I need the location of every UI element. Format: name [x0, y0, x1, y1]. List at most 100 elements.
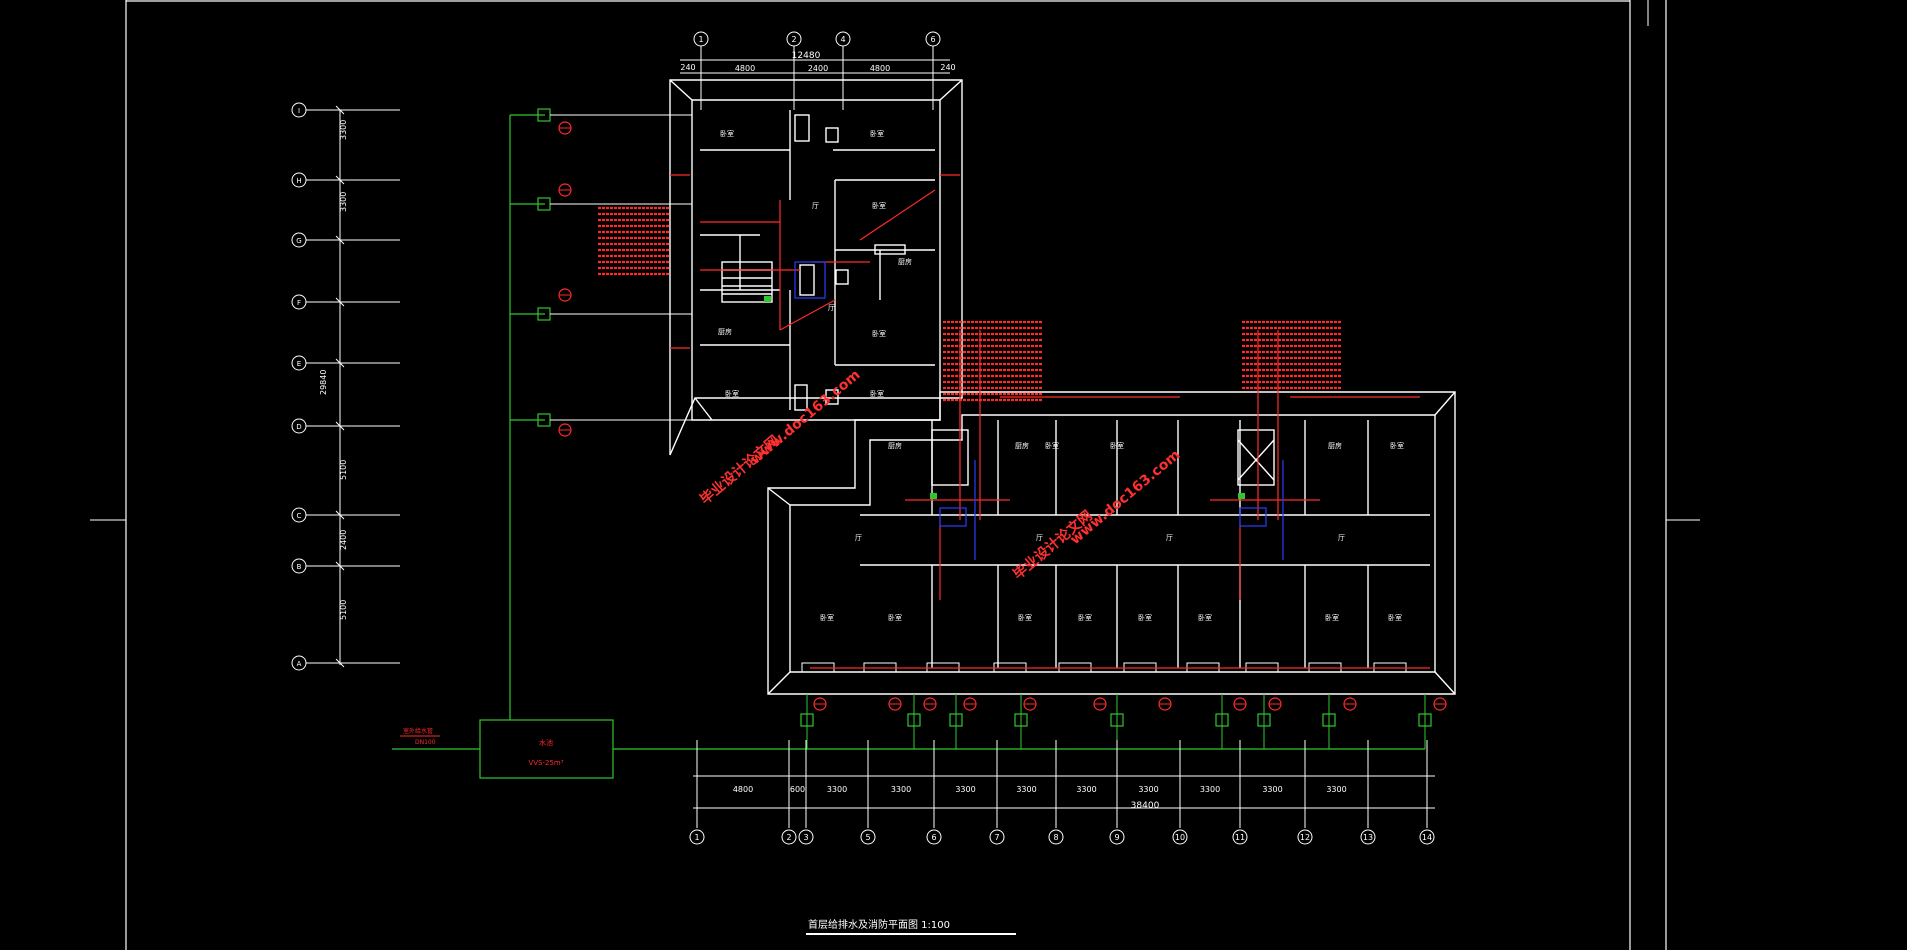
watermark-text-2: www.doc163.com	[747, 367, 863, 468]
fire-symbols-south	[813, 697, 1447, 711]
axis-label: B	[297, 563, 302, 571]
dim-label: 3300	[1138, 785, 1158, 794]
axis-label: F	[297, 299, 301, 307]
left-dim-total: 29840	[319, 370, 328, 395]
top-dim-edge-right: 240	[940, 63, 955, 72]
dim-label: 3300	[1076, 785, 1096, 794]
inspection-well	[1322, 713, 1336, 727]
inspection-well	[907, 713, 921, 727]
axis-label: E	[297, 360, 301, 368]
axis-label: 9	[1114, 833, 1119, 842]
axis-label: C	[297, 512, 302, 520]
room-label: 卧室	[872, 201, 886, 210]
drawing-title: 首层给排水及消防平面图 1:100	[808, 918, 950, 931]
axis-label: 6	[931, 833, 936, 842]
room-label: 卧室	[1325, 613, 1339, 622]
left-dim-2: 3300	[339, 192, 348, 212]
axis-bubble	[1232, 829, 1248, 845]
green-marker	[764, 296, 771, 302]
axis-label: 3	[803, 833, 808, 842]
top-dim-seg-1: 4800	[735, 64, 755, 73]
axis-bubble	[989, 829, 1005, 845]
axis-label: 5	[865, 833, 870, 842]
axis-label: 10	[1175, 833, 1185, 842]
room-label: 厨房	[898, 257, 912, 266]
drainage-network	[392, 108, 1432, 779]
dim-label: 3300	[827, 785, 847, 794]
room-label: 卧室	[1045, 441, 1059, 450]
dim-label: 3300	[1326, 785, 1346, 794]
dim-label: 4800	[733, 785, 753, 794]
north-wing	[669, 79, 963, 456]
green-marker	[1238, 493, 1245, 499]
room-label: 厨房	[888, 441, 902, 450]
room-label: 厨房	[718, 327, 732, 336]
left-dim-4: 2400	[339, 530, 348, 550]
axis-bubble	[860, 829, 876, 845]
room-label: 卧室	[1078, 613, 1092, 622]
bottom-dim-total: 38400	[1131, 801, 1160, 811]
equipment	[764, 261, 1284, 560]
axis-label: 2	[786, 833, 791, 842]
axis-bubble	[1048, 829, 1064, 845]
dim-label: 3300	[955, 785, 975, 794]
fire-symbols-left	[558, 121, 572, 437]
axis-label: 4	[840, 35, 845, 44]
room-label: 厅	[828, 304, 835, 312]
watermark-text-4: www.doc163.com	[1067, 447, 1183, 548]
inlet-sub: DN100	[415, 739, 436, 746]
axis-label: 12	[1300, 833, 1310, 842]
room-label: 厅	[1338, 534, 1345, 542]
inspection-well	[1014, 713, 1028, 727]
dim-label: 3300	[1262, 785, 1282, 794]
top-dim-edge-left: 240	[680, 63, 695, 72]
axis-bubble	[1172, 829, 1188, 845]
room-label: 厅	[1166, 534, 1173, 542]
left-dim-3: 5100	[339, 460, 348, 480]
axis-label: G	[296, 237, 301, 245]
room-label: 厅	[855, 534, 862, 542]
inlet-label: 室外给水管	[403, 727, 433, 735]
watermark-text-3: 毕业设计论文网	[1010, 507, 1096, 583]
axis-bubble	[1109, 829, 1125, 845]
room-labels: 卧室 卧室 卧室 厨房 卧室 卧室 卧室 厨房 厅 厅 卧室卧室卧室卧室卧室卧室…	[718, 129, 1404, 622]
axis-label: 6	[930, 35, 935, 44]
water-supply-pipes	[670, 174, 1430, 669]
axis-label: I	[298, 107, 300, 115]
dim-label: 3300	[1200, 785, 1220, 794]
dim-label: 3300	[891, 785, 911, 794]
tank-label: 水池	[539, 738, 553, 747]
left-dim-5: 5100	[339, 600, 348, 620]
axis-label: D	[296, 423, 301, 431]
left-dim-1: 3300	[339, 120, 348, 140]
inspection-well	[949, 713, 963, 727]
riser-tag-stacks	[598, 206, 1342, 402]
tank-sub: VVS-25m³	[528, 759, 563, 767]
axis-label: 13	[1363, 833, 1373, 842]
room-label: 卧室	[1390, 441, 1404, 450]
axis-label: 1	[694, 833, 699, 842]
top-dim-seg-3: 4800	[870, 64, 890, 73]
room-label: 卧室	[1110, 441, 1124, 450]
room-label: 卧室	[725, 389, 739, 398]
axis-bubble	[798, 829, 814, 845]
top-dim-seg-2: 2400	[808, 64, 828, 73]
room-label: 卧室	[820, 613, 834, 622]
inspection-well	[1257, 713, 1271, 727]
axis-bubble	[1297, 829, 1313, 845]
room-label: 卧室	[1138, 613, 1152, 622]
axis-label: 11	[1235, 833, 1245, 842]
axis-label: 8	[1053, 833, 1058, 842]
inspection-well	[1418, 713, 1432, 727]
east-wing	[767, 391, 1456, 695]
axis-bubble	[689, 829, 705, 845]
room-label: 卧室	[1388, 613, 1402, 622]
axis-bubble	[1419, 829, 1435, 845]
room-label: 厅	[1036, 534, 1043, 542]
inspection-well	[1110, 713, 1124, 727]
room-label: 卧室	[870, 129, 884, 138]
axis-label: 7	[994, 833, 999, 842]
